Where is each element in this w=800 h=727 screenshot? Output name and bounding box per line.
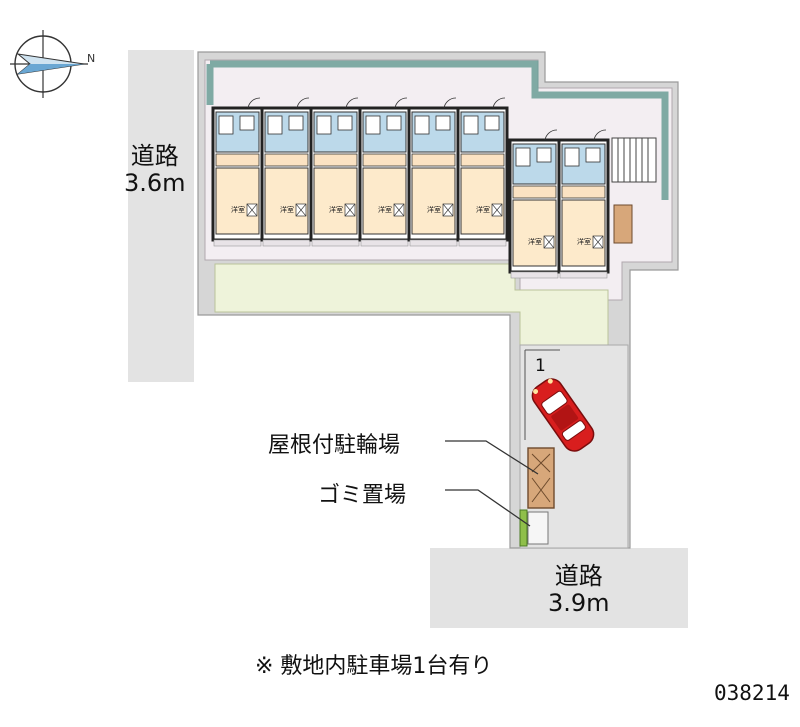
- south-road-width: 3.9m: [548, 588, 610, 617]
- unit-room-label: 洋室: [476, 205, 490, 214]
- west-road: [128, 50, 194, 382]
- unit-room-label: 洋室: [427, 205, 441, 214]
- bicycle-leader-line: [445, 440, 539, 475]
- compass-icon: [10, 30, 88, 98]
- bicycle-parking-area: [527, 447, 555, 509]
- west-road-width: 3.6m: [124, 168, 186, 197]
- compass-north-letter: N: [87, 52, 96, 65]
- unit-room-label: 洋室: [329, 205, 343, 214]
- staircase: [611, 137, 657, 183]
- unit-room-label: 洋室: [231, 205, 245, 214]
- parking-spot-number: 1: [535, 356, 546, 376]
- south-road-label: 道路 3.9m: [548, 563, 610, 617]
- apartment-unit: 洋室: [309, 97, 362, 247]
- apartment-unit: 洋室: [508, 129, 561, 279]
- apartment-unit: 洋室: [358, 97, 411, 247]
- west-road-name: 道路: [130, 142, 179, 170]
- property-code: 038214: [714, 681, 790, 705]
- garbage-leader-line: [445, 489, 531, 527]
- meter-box: [613, 204, 633, 244]
- garbage-area: [527, 511, 549, 545]
- apartment-unit: 洋室: [557, 129, 610, 279]
- unit-room-label: 洋室: [577, 237, 591, 246]
- apartment-unit: 洋室: [260, 97, 313, 247]
- garbage-bin: [519, 509, 528, 547]
- west-road-label: 道路 3.6m: [124, 143, 186, 197]
- apartment-units: 洋室洋室洋室洋室洋室洋室洋室洋室: [211, 97, 610, 279]
- south-road-name: 道路: [554, 562, 603, 590]
- parking-note: ※ 敷地内駐車場1台有り: [255, 654, 493, 679]
- apartment-unit: 洋室: [456, 97, 509, 247]
- parked-car: [531, 378, 595, 452]
- south-road: [430, 548, 688, 628]
- bicycle-parking-label: 屋根付駐輪場: [268, 433, 401, 458]
- unit-room-label: 洋室: [280, 205, 294, 214]
- garbage-label: ゴミ置場: [318, 483, 407, 508]
- apartment-unit: 洋室: [407, 97, 460, 247]
- perimeter-strip: [206, 60, 669, 200]
- apartment-unit: 洋室: [211, 97, 264, 247]
- unit-room-label: 洋室: [378, 205, 392, 214]
- unit-room-label: 洋室: [528, 237, 542, 246]
